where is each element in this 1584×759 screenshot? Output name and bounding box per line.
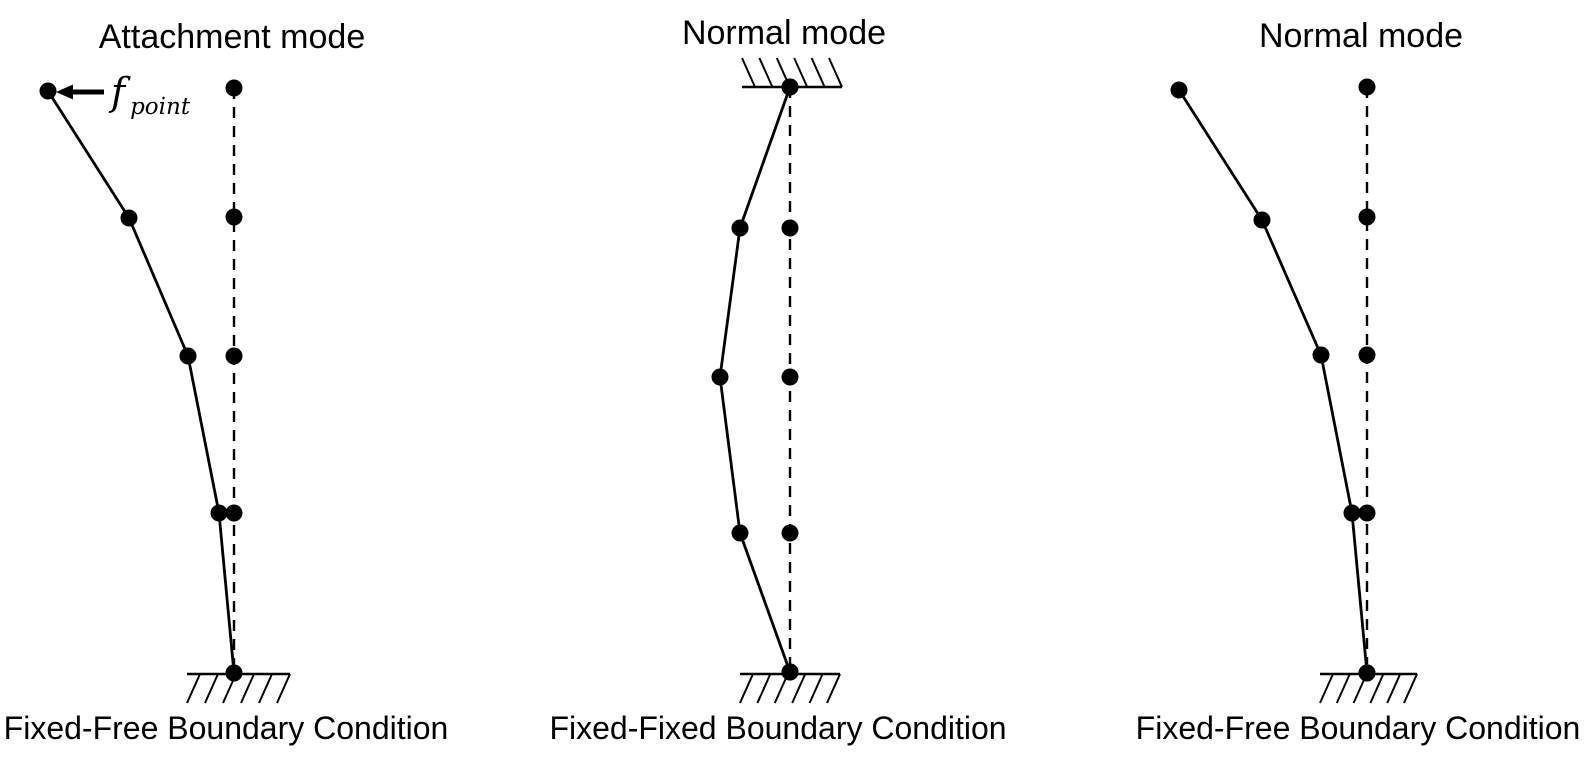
panel-normal-mode-fixed-free: Normal mode Fixed-Free Boundary Conditio…	[1136, 17, 1581, 746]
deflected-node-dot	[210, 504, 228, 522]
mode-shape-line	[1177, 89, 1369, 674]
fixed-support-ground	[739, 672, 841, 704]
undeformed-node-dot	[781, 219, 799, 237]
arrow-head	[56, 84, 73, 100]
deflected-node-dot	[781, 78, 799, 96]
deflected-node-dot	[731, 524, 749, 542]
undeformed-node-dot	[781, 368, 799, 386]
deflected-node-dot	[731, 219, 749, 237]
undeformed-node-dot	[225, 504, 243, 522]
support-hatch-stroke	[258, 673, 273, 704]
support-hatch-stroke	[791, 673, 807, 704]
panel-title: Normal mode	[1259, 17, 1463, 55]
deflected-node-dot	[1358, 664, 1376, 682]
panel-caption: Fixed-Free Boundary Condition	[4, 710, 449, 746]
point-force-arrow	[56, 84, 104, 100]
support-hatch-stroke	[240, 673, 255, 704]
undeformed-node-dot	[225, 208, 243, 226]
undeformed-node-dot	[781, 524, 799, 542]
deflected-node-dot	[1312, 346, 1330, 364]
deflected-node-dot	[781, 663, 799, 681]
undeformed-node-dot	[225, 347, 243, 365]
support-hatch-stroke	[756, 673, 772, 704]
mode-shape-line	[718, 86, 792, 673]
force-subscript: point	[130, 94, 191, 120]
panel-title: Normal mode	[682, 14, 886, 52]
deflected-node-dot	[179, 347, 197, 365]
panel-drawing	[711, 57, 843, 704]
panel-drawing	[1170, 78, 1418, 704]
mode-shape-line	[46, 90, 236, 674]
undeformed-node-dot	[1358, 504, 1376, 522]
support-hatch-stroke	[828, 57, 843, 88]
undeformed-node-dot	[1358, 346, 1376, 364]
deflected-node-dot	[1343, 504, 1361, 522]
panel-title: Attachment mode	[99, 18, 365, 56]
support-hatch-stroke	[1319, 673, 1334, 704]
panel-attachment-mode-fixed-free: Attachment mode f point Fixed-Free Bound…	[4, 18, 449, 746]
support-hatch-stroke	[810, 57, 826, 88]
deflected-node-dot	[1253, 211, 1271, 229]
support-hatch-stroke	[808, 673, 824, 704]
panel-caption: Fixed-Fixed Boundary Condition	[549, 710, 1006, 746]
undeformed-node-dot	[225, 79, 243, 97]
support-hatch-stroke	[1386, 673, 1402, 704]
panel-normal-mode-fixed-fixed: Normal mode Fixed-Fixed Boundary Conditi…	[549, 14, 1006, 746]
support-hatch-stroke	[1369, 673, 1385, 704]
panel-drawing	[39, 79, 291, 704]
fixed-support-ceiling	[741, 57, 843, 89]
support-hatch-stroke	[741, 57, 756, 88]
point-force-label: f point	[108, 70, 191, 120]
deflected-node-dot	[120, 209, 138, 227]
support-hatch-stroke	[204, 673, 219, 704]
support-hatch-stroke	[758, 57, 774, 88]
support-hatch-stroke	[739, 673, 754, 704]
support-hatch-stroke	[793, 57, 809, 88]
panel-caption: Fixed-Free Boundary Condition	[1136, 710, 1581, 746]
support-hatch-stroke	[276, 673, 291, 704]
undeformed-node-dot	[1358, 78, 1376, 96]
support-hatch-stroke	[186, 673, 201, 704]
deflected-node-dot	[1170, 81, 1188, 99]
support-hatch-stroke	[1403, 673, 1418, 704]
deflected-node-dot	[39, 82, 57, 100]
support-hatch-stroke	[826, 673, 841, 704]
support-hatch-stroke	[1335, 673, 1351, 704]
deflected-node-dot	[711, 368, 729, 386]
deflected-node-dot	[225, 664, 243, 682]
force-symbol-f: f	[108, 70, 131, 114]
undeformed-node-dot	[1358, 208, 1376, 226]
